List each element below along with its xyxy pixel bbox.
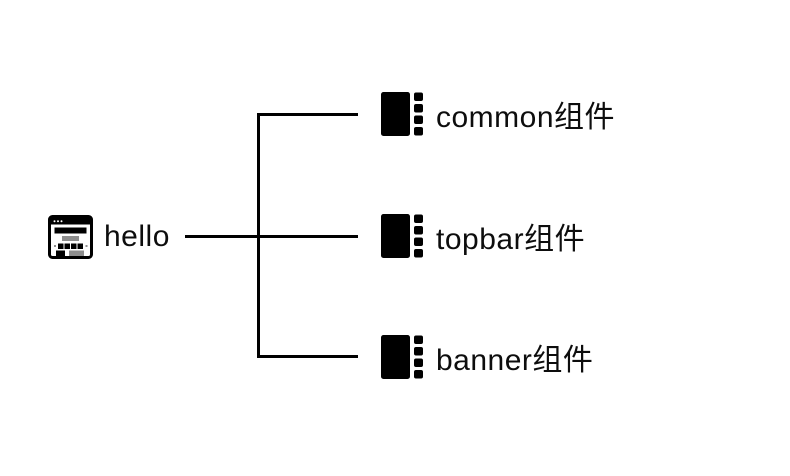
connector-branch-top — [257, 113, 358, 116]
node-label: topbar组件 — [436, 223, 586, 256]
node-common[interactable]: common组件 — [381, 92, 615, 136]
node-label: banner组件 — [436, 344, 594, 377]
node-banner[interactable]: banner组件 — [381, 335, 593, 379]
module-icon — [381, 214, 423, 258]
node-label: hello — [104, 220, 170, 253]
module-icon — [381, 92, 423, 136]
connector-root-to-branch — [185, 235, 358, 238]
node-hello[interactable]: hello — [48, 215, 170, 259]
connector-branch-vertical — [257, 113, 260, 358]
node-label: common组件 — [436, 101, 616, 134]
node-topbar[interactable]: topbar组件 — [381, 214, 585, 258]
connector-branch-bottom — [257, 355, 358, 358]
module-icon — [381, 335, 423, 379]
webpage-icon — [48, 215, 93, 259]
